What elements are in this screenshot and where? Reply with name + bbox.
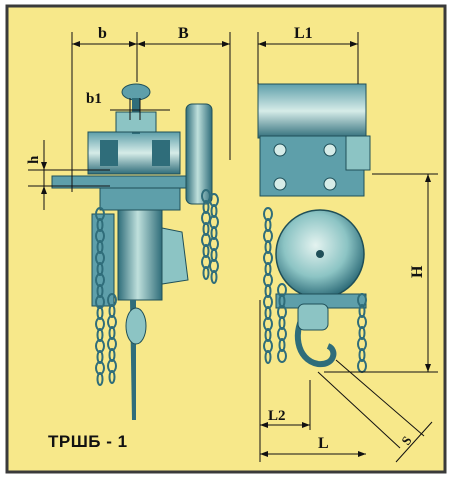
front-hook (294, 310, 337, 368)
label-B: B (178, 25, 189, 42)
side-gear-cover (161, 227, 189, 285)
front-hook-block (297, 303, 329, 331)
side-chain-right-inner-link (202, 266, 210, 280)
model-caption: ТРШБ - 1 (48, 432, 128, 451)
front-view (257, 83, 371, 373)
label-b1: b1 (86, 91, 102, 107)
side-body (99, 187, 181, 211)
side-chain-left-link (96, 372, 104, 386)
label-b: b (98, 25, 107, 42)
label-L1: L1 (294, 25, 313, 42)
front-bolt-1 (273, 143, 287, 157)
front-chain-mid-link (277, 349, 287, 363)
side-wheel-right (152, 140, 170, 166)
front-chain-left-link (264, 350, 272, 364)
label-H: H (409, 265, 426, 278)
front-chains (263, 207, 367, 373)
side-chains (95, 189, 219, 386)
front-bolt-4 (323, 177, 337, 191)
front-top-block (257, 83, 367, 139)
dimension-arrows (41, 41, 431, 457)
side-wheel-left (100, 140, 118, 166)
background-panel (5, 4, 447, 474)
front-bolt-3 (273, 177, 287, 191)
side-chainwheel (185, 103, 213, 205)
side-chain-right-link (210, 270, 218, 284)
side-chain-left-inner-link (108, 370, 116, 384)
front-bolt-2 (323, 143, 337, 157)
dimension-lines (28, 32, 438, 463)
side-top-bracket (115, 111, 157, 133)
side-top-handwheel (121, 83, 151, 101)
front-side-bracket (345, 135, 371, 171)
side-hook-block (125, 307, 147, 345)
label-L: L (318, 435, 329, 452)
side-gearbox (117, 209, 163, 301)
front-drum-hub (316, 250, 324, 258)
label-h: h (26, 155, 42, 164)
label-L2: L2 (268, 408, 286, 424)
side-view (51, 83, 219, 420)
